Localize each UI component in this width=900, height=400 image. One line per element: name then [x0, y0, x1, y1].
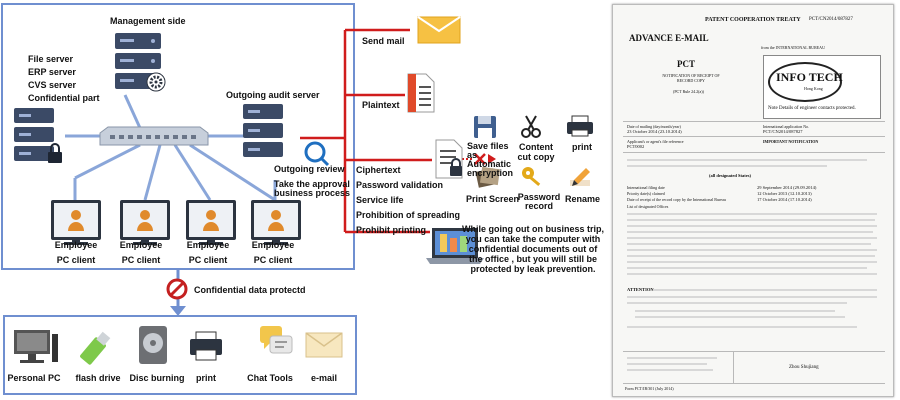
employee-pc-icon — [251, 200, 301, 245]
logo-main-text: INFO TECH — [776, 70, 843, 84]
business-trip-note: While going out on business trip, you ca… — [462, 224, 604, 274]
device-label: Chat Tools — [247, 373, 293, 383]
screenshot-icon — [475, 166, 501, 188]
date-label: Date of mailing (day/month/year) — [627, 124, 681, 129]
intl-app-label: International application No. — [763, 124, 810, 129]
cipher-item-label: Service life — [356, 195, 404, 205]
cert-pct: PCT — [677, 59, 695, 69]
protected-label: Confidential data protectd — [194, 285, 306, 295]
server-label: Confidential part — [28, 93, 100, 103]
employee-label: Employee — [119, 240, 163, 250]
logo-sub-text: Hong Kong — [804, 86, 823, 91]
logo-box: INFO TECH Hong Kong Note Details of engi… — [763, 55, 881, 119]
filing-date-label: International filing date — [627, 185, 665, 190]
send-mail-icon — [417, 16, 461, 44]
receipt-label: Date of receipt of the record copy by th… — [627, 197, 726, 202]
print-device-icon — [190, 331, 222, 361]
disc-burning-icon — [139, 326, 167, 364]
pct-certificate-document: PATENT COOPERATION TREATY PCT/CN2014/087… — [612, 4, 894, 397]
feature-label: Content cut copy — [517, 142, 555, 162]
designated-states: (all designated States) — [709, 173, 751, 178]
device-label: e-mail — [310, 373, 337, 383]
priority-label: Priority date(s) claimed — [627, 191, 665, 196]
employee-label: Employee — [251, 240, 295, 250]
device-label: Personal PC — [7, 373, 61, 383]
cert-rule: (PCT Rule 24.2(a)) — [673, 89, 704, 94]
network-switch-icon — [99, 126, 209, 146]
signature: Zhou Shujiang — [789, 365, 819, 370]
attention-label: ATTENTION — [627, 287, 654, 292]
server-label: CVS server — [28, 80, 77, 90]
pc-client-label: PC client — [253, 255, 293, 265]
ciphertext-doc-icon — [435, 139, 463, 179]
filing-date-value: 29 September 2014 (29.09.2014) — [757, 185, 817, 190]
intl-app-value: PCT/CN2014/087827 — [763, 129, 803, 134]
app-ref-value: PCT0002 — [627, 144, 645, 149]
employee-pc-icon — [120, 200, 170, 245]
feature-label: Save files as Automatic encryption — [467, 141, 514, 178]
logo-ellipse — [768, 62, 842, 102]
date-value: 23 October 2014 (23.10.2014) — [627, 129, 682, 134]
email-icon — [305, 332, 343, 358]
cipher-item-label: Prohibit printing — [356, 225, 426, 235]
audit-server-icon — [243, 104, 330, 167]
cipher-item-label: Ciphertext — [356, 165, 401, 175]
form-footer: Form PCT/IB/301 (July 2014) — [625, 386, 674, 391]
server-label: ERP server — [28, 67, 76, 77]
cipher-item-label: Password validation — [356, 180, 444, 190]
cert-header: PATENT COOPERATION TREATY — [705, 17, 801, 23]
logo-note: Note Details of engineer contacts protec… — [768, 106, 856, 111]
pc-client-label: PC client — [188, 255, 228, 265]
plaintext-doc-icon — [407, 73, 435, 113]
block-x-icon — [474, 153, 486, 165]
management-server-icon — [115, 33, 166, 92]
employee-label: Employee — [54, 240, 98, 250]
floppy-disk-icon — [474, 116, 496, 138]
network-diagram — [1, 3, 593, 395]
device-label: print — [196, 373, 216, 383]
feature-label: Rename — [565, 194, 601, 204]
server-label: File server — [28, 54, 74, 64]
pencil-icon — [570, 168, 590, 186]
priority-value: 12 October 2013 (12.10.2013) — [757, 191, 812, 196]
chat-tools-icon — [260, 326, 293, 354]
printer-icon — [567, 115, 593, 137]
devices-frame — [3, 315, 357, 395]
feature-label: print — [572, 142, 592, 152]
send-mail-label: Send mail — [362, 36, 405, 46]
flash-drive-icon — [80, 331, 111, 365]
management-side-label: Management side — [110, 16, 186, 26]
scissors-icon — [521, 115, 541, 138]
employee-pc-icon — [186, 200, 236, 245]
list-label: List of designated Offices — [627, 204, 669, 209]
important-notification: IMPORTANT NOTIFICATION — [763, 139, 819, 144]
no-sign-icon — [166, 278, 188, 300]
audit-server-label: Outgoing audit server — [226, 90, 320, 100]
cert-from: from the INTERNATIONAL BUREAU — [761, 45, 825, 50]
employee-label: Employee — [186, 240, 230, 250]
key-icon — [522, 167, 541, 187]
cert-doc-number: PCT/CN2014/087827 — [809, 17, 853, 22]
device-label: Disc burning — [129, 373, 185, 383]
pc-client-label: PC client — [56, 255, 96, 265]
outgoing-review-label: Outgoing review — [274, 164, 345, 174]
feature-label: Password record — [517, 192, 561, 211]
file-server-icon — [14, 108, 62, 163]
pc-client-label: PC client — [121, 255, 161, 265]
feature-label: Print Screen — [466, 194, 520, 204]
plaintext-label: Plaintext — [362, 100, 400, 110]
down-arrow-head — [170, 306, 186, 316]
laptop-icon — [426, 228, 484, 264]
cert-title: ADVANCE E-MAIL — [629, 33, 709, 43]
outgoing-links — [300, 28, 432, 234]
app-ref-label: Applicant's or agent's file reference — [627, 139, 684, 144]
receipt-value: 17 October 2014 (17.10.2014) — [757, 197, 812, 202]
device-label: flash drive — [75, 373, 121, 383]
cipher-item-label: Prohibition of spreading — [356, 210, 460, 220]
personal-pc-icon — [14, 330, 58, 363]
employee-pc-icon — [51, 200, 101, 245]
